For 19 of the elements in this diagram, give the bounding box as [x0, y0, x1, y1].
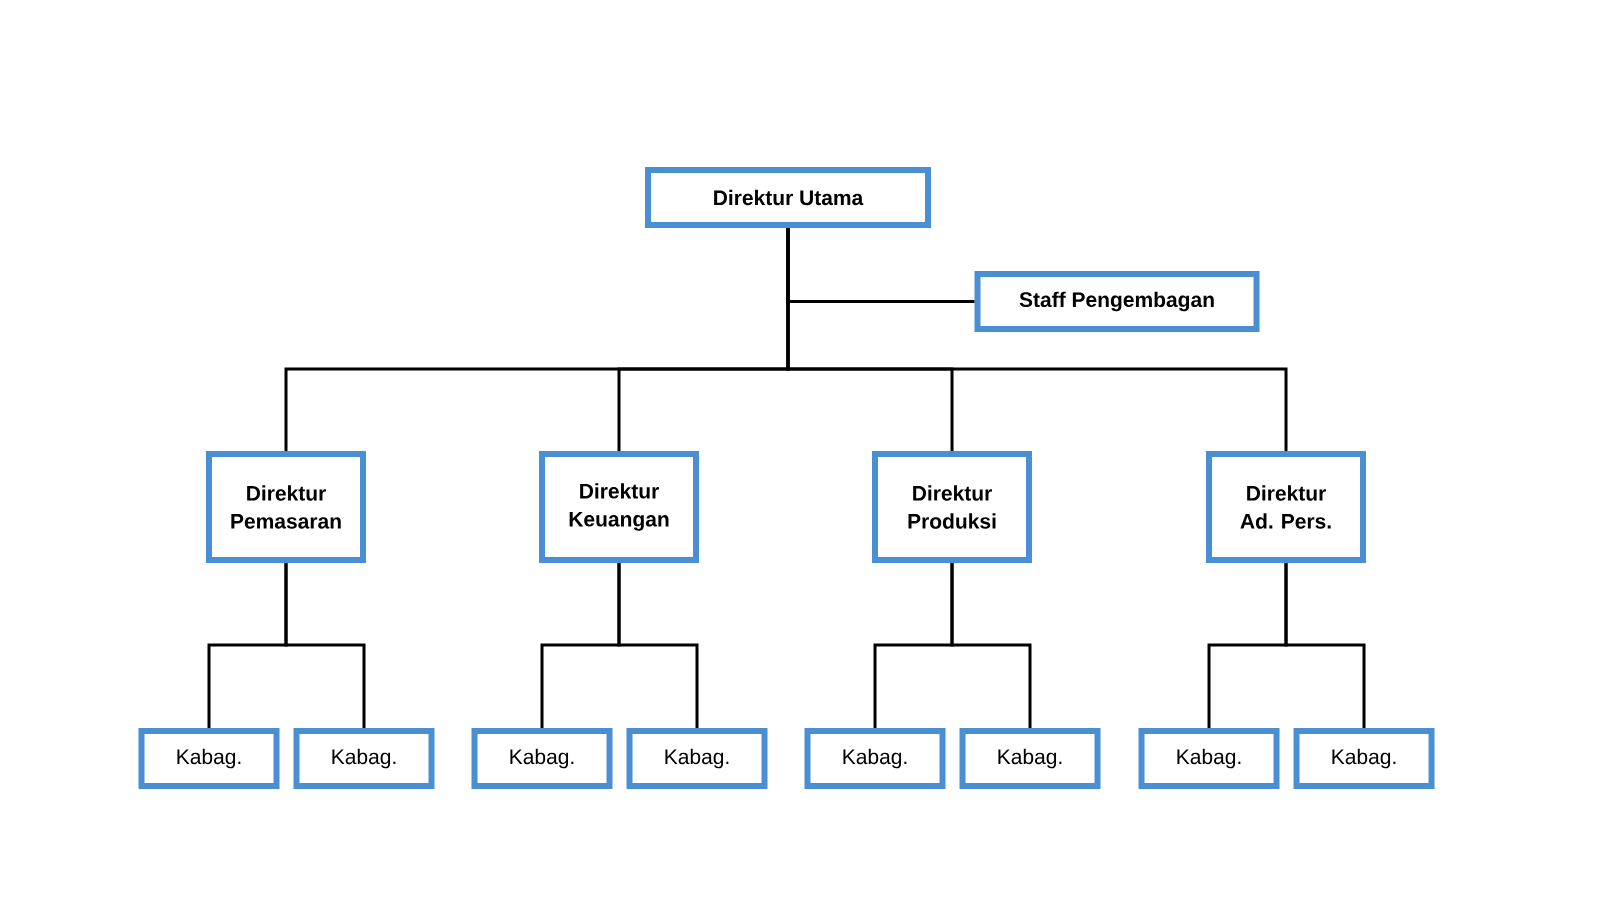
position-box: Kabag.: [626, 728, 768, 789]
position-box: Kabag.: [959, 728, 1101, 789]
connector-line: [1284, 563, 1366, 728]
position-box: Direktur Pemasaran: [206, 451, 366, 563]
connector-line: [617, 563, 699, 728]
position-box: Direktur Keuangan: [539, 451, 699, 563]
position-box: Kabag.: [293, 728, 435, 789]
connector-line: [950, 563, 1032, 728]
connector-line: [284, 563, 366, 728]
position-box: Kabag.: [804, 728, 946, 789]
position-box: Kabag.: [1138, 728, 1280, 789]
position-box: Kabag.: [138, 728, 280, 789]
connector-line: [786, 228, 1288, 451]
position-box: Direktur Ad. Pers.: [1206, 451, 1366, 563]
position-box: Kabag.: [1293, 728, 1435, 789]
position-box: Direktur Utama: [645, 167, 931, 228]
position-box: Staff Pengembagan: [974, 271, 1260, 332]
position-box: Kabag.: [471, 728, 613, 789]
position-box: Direktur Produksi: [872, 451, 1032, 563]
